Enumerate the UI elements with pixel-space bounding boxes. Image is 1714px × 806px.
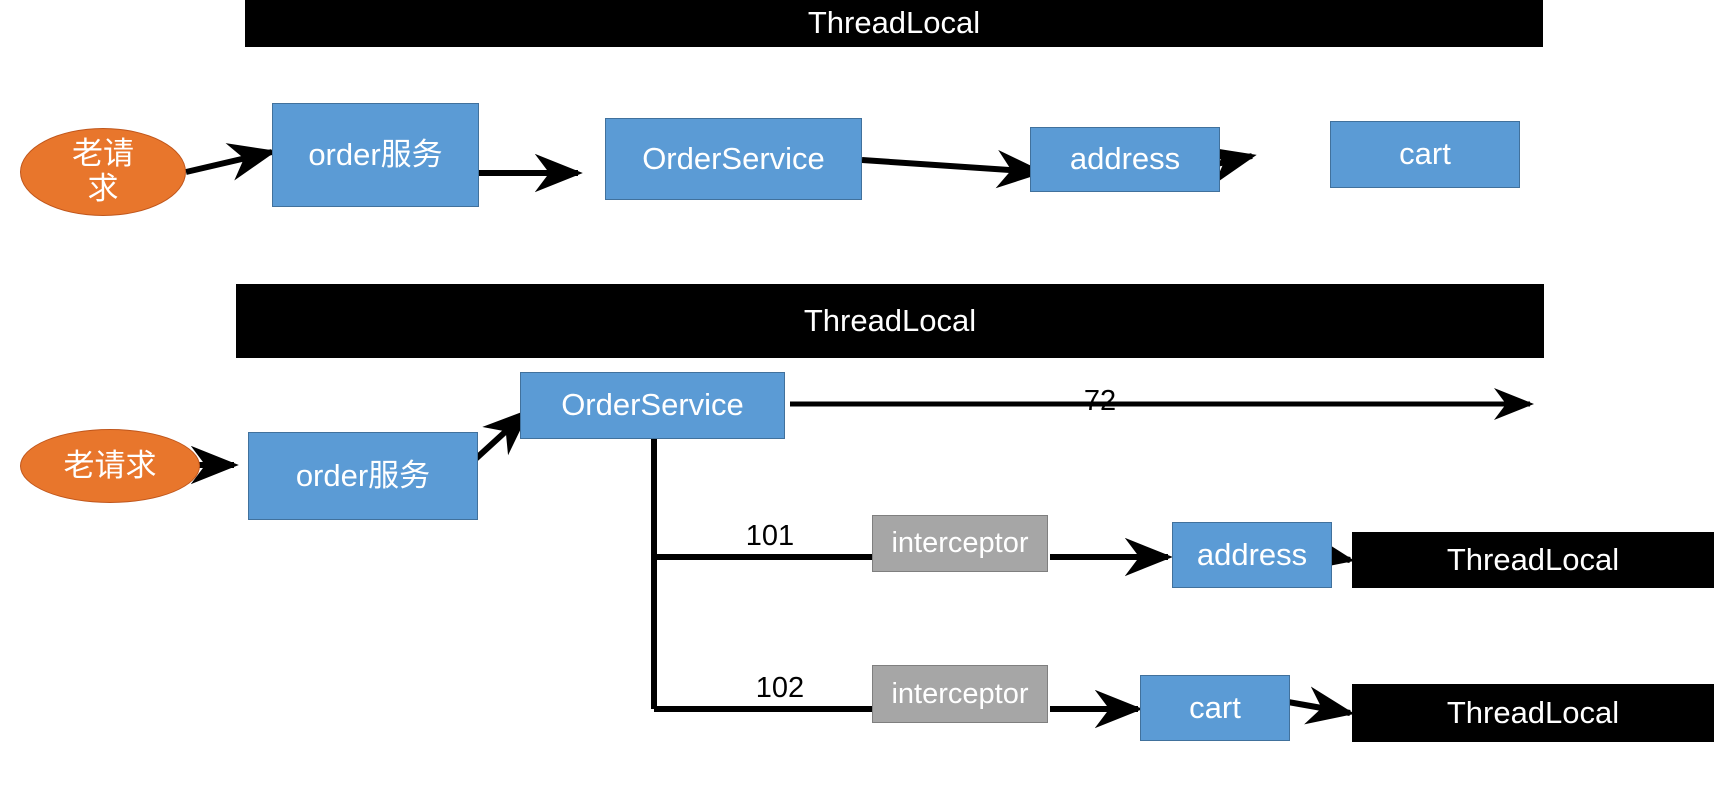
section-one-address-label: address (1069, 141, 1181, 177)
section-one-order-service[interactable]: OrderService (605, 118, 862, 200)
section-one-cart[interactable]: cart (1330, 121, 1520, 188)
section-two-order-service-cn-label: order服务 (295, 457, 431, 493)
edge-address-to-threadlocal-1 (1304, 533, 1355, 571)
edge-orderservice-to-address-1 (861, 149, 1045, 189)
section-two-order-service-label: OrderService (561, 387, 744, 423)
branch-one-threadlocal-store: ThreadLocal (1352, 532, 1714, 588)
section-one-request-oval[interactable]: 老请求 (20, 128, 186, 216)
section-two-request-oval[interactable]: 老请求 (20, 429, 200, 503)
edge-request-to-order-1 (185, 143, 277, 181)
branch-two-threadlocal-label: ThreadLocal (1446, 694, 1620, 730)
edge-label-101: 101 (745, 520, 795, 552)
section-two-banner-label: ThreadLocal (803, 302, 977, 338)
section-two-order-service-cn[interactable]: order服务 (248, 432, 478, 520)
section-one-address[interactable]: address (1030, 127, 1220, 192)
section-two-order-service[interactable]: OrderService (520, 372, 785, 439)
branch-one-interceptor[interactable]: interceptor (872, 515, 1048, 572)
section-two-request-label: 老请求 (63, 447, 157, 483)
section-one-order-service-cn[interactable]: order服务 (272, 103, 479, 207)
branch-one-threadlocal-label: ThreadLocal (1446, 541, 1620, 577)
section-one-cart-label: cart (1399, 136, 1451, 172)
section-one-banner: ThreadLocal (245, 0, 1543, 47)
edge-label-72: 72 (1083, 385, 1117, 417)
section-one-order-service-cn-label: order服务 (308, 136, 443, 172)
section-one-order-service-label: OrderService (642, 140, 825, 176)
branch-two-cart[interactable]: cart (1140, 675, 1290, 741)
edge-cart-to-threadlocal-2 (1287, 686, 1355, 725)
section-one-banner-label: ThreadLocal (807, 5, 981, 41)
branch-two-interceptor[interactable]: interceptor (872, 665, 1048, 723)
branch-two-cart-label: cart (1189, 689, 1241, 725)
branch-one-interceptor-label: interceptor (891, 527, 1029, 560)
branch-two-threadlocal-store: ThreadLocal (1352, 684, 1714, 742)
branch-one-address[interactable]: address (1172, 522, 1332, 588)
branch-one-address-label: address (1196, 536, 1308, 572)
section-one-request-label: 老请求 (72, 136, 134, 206)
edge-label-102: 102 (755, 672, 805, 704)
section-two-banner: ThreadLocal (236, 284, 1544, 358)
branch-two-interceptor-label: interceptor (891, 677, 1029, 710)
